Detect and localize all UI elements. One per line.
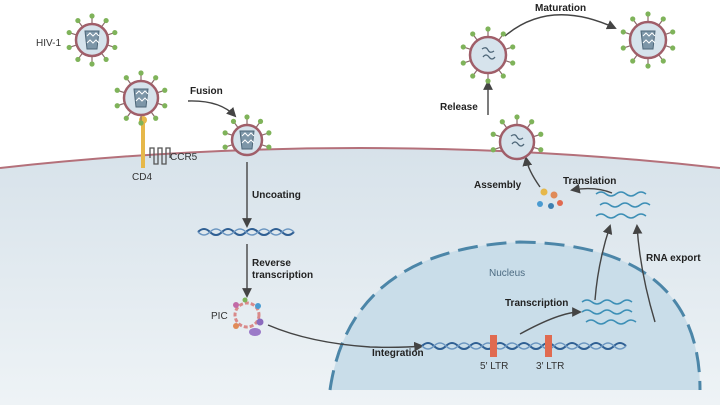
nucleus bbox=[330, 242, 700, 390]
nuclear-envelope bbox=[328, 240, 702, 391]
nuclear-rna-1 bbox=[581, 299, 633, 305]
virion-free-icon bbox=[66, 13, 118, 67]
nuclear-rna-2 bbox=[581, 309, 633, 315]
rna-export-label: RNA export bbox=[646, 253, 701, 264]
virion-released-icon bbox=[460, 26, 516, 84]
cell-membrane bbox=[0, 147, 720, 169]
integration-arrow bbox=[267, 324, 424, 352]
assembly-arrow bbox=[522, 156, 541, 188]
virion-binding-icon bbox=[114, 70, 168, 126]
host-dna-strand-a bbox=[421, 342, 627, 350]
cyto-rna-2 bbox=[599, 202, 651, 208]
ltr5-label: 5′ LTR bbox=[480, 361, 509, 372]
ltr-5-box bbox=[490, 335, 497, 357]
virion-budding-icon bbox=[490, 114, 544, 161]
maturation-label: Maturation bbox=[535, 3, 587, 14]
ccr5-coreceptor-icon bbox=[149, 147, 171, 165]
cd4-label: CD4 bbox=[132, 172, 153, 183]
rna-export-arrow-1 bbox=[594, 224, 613, 301]
virions-layer bbox=[66, 11, 676, 161]
transcription-arrow bbox=[519, 307, 582, 335]
virion-fusing-icon bbox=[222, 114, 272, 157]
ltr-3-box bbox=[545, 335, 552, 357]
protein-dots-icon bbox=[537, 188, 563, 209]
virion-mature-icon bbox=[620, 11, 676, 69]
maturation-arrow bbox=[504, 14, 617, 37]
ltr3-label: 3′ LTR bbox=[536, 361, 565, 372]
uncoating-label: Uncoating bbox=[252, 190, 301, 201]
ccr5-label: CCR5 bbox=[170, 152, 198, 163]
fusion-arrow bbox=[187, 100, 237, 118]
pic-label: PIC bbox=[211, 311, 228, 322]
assembly-label: Assembly bbox=[474, 180, 522, 191]
hiv1-label: HIV-1 bbox=[36, 38, 62, 49]
nucleus-label: Nucleus bbox=[489, 268, 526, 279]
fusion-label: Fusion bbox=[190, 86, 223, 97]
host-dna-strand-b bbox=[421, 342, 627, 350]
nuclear-rna-3 bbox=[585, 319, 637, 325]
rna-export-arrow-2 bbox=[632, 224, 656, 323]
cyto-rna-1 bbox=[595, 191, 647, 197]
transcription-label: Transcription bbox=[505, 298, 569, 309]
release-label: Release bbox=[440, 102, 478, 113]
viral-dna-strand-b bbox=[197, 228, 295, 236]
translation-arrow bbox=[570, 183, 613, 194]
pic-complex-icon bbox=[233, 297, 264, 336]
translation-label: Translation bbox=[563, 176, 617, 187]
reverse-transcription-label: Reverse transcription bbox=[252, 258, 314, 281]
cyto-rna-3 bbox=[595, 213, 647, 219]
integration-label: Integration bbox=[372, 348, 424, 359]
